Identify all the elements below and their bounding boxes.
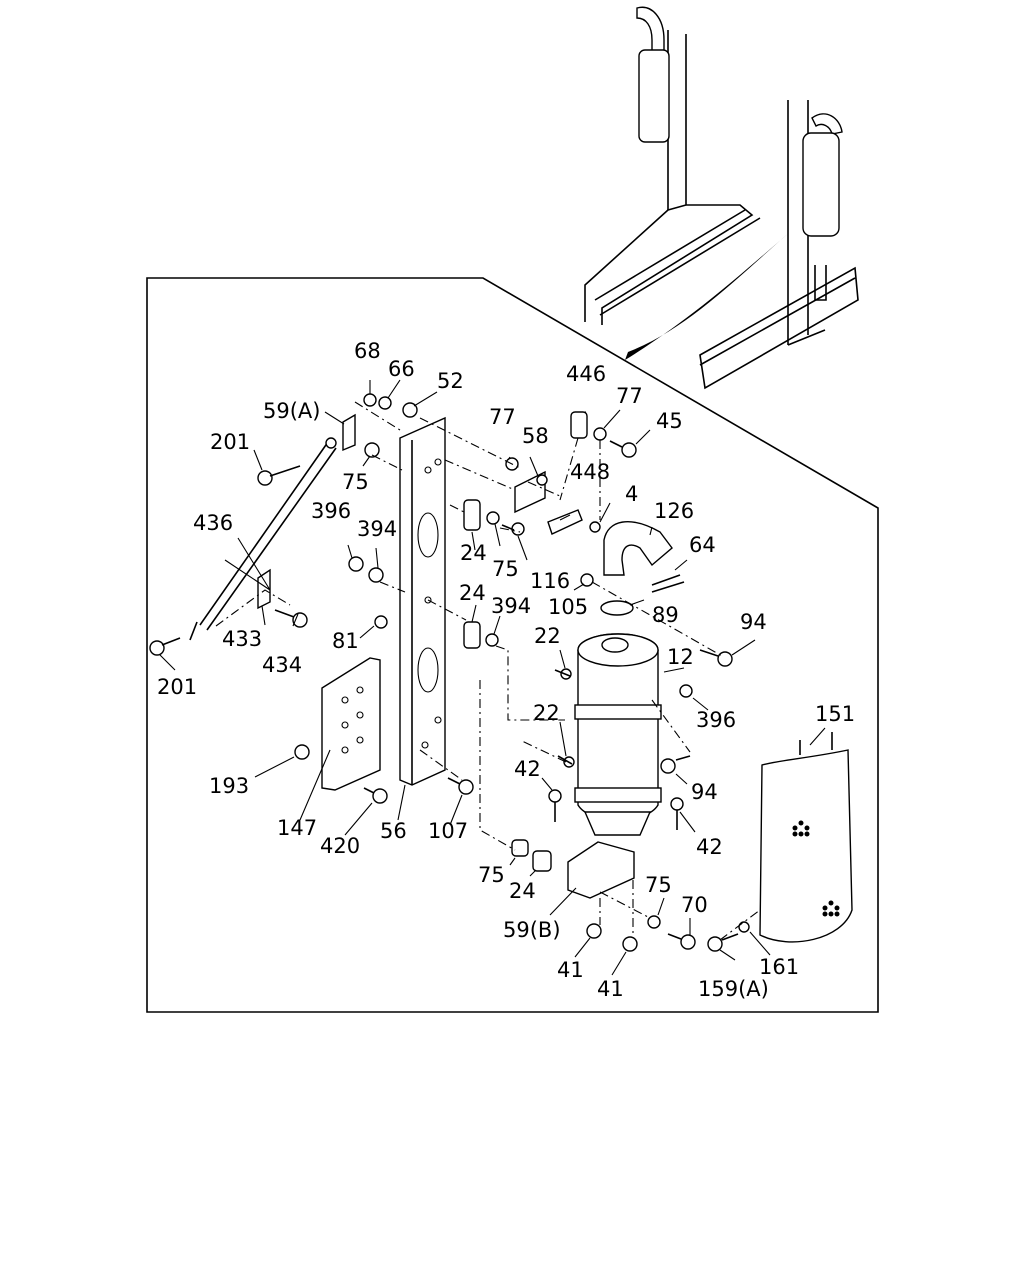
callout-label: 77 [489,405,516,429]
callout-label: 394 [357,517,397,541]
callout-label: 433 [222,627,262,651]
bracket-433 [257,568,271,610]
callout-label: 59(B) [503,918,561,942]
callout-label: 4 [625,482,638,506]
hardware [149,393,750,952]
callout-label: 116 [530,569,570,593]
callout-label: 42 [514,757,541,781]
cover-151 [759,732,853,943]
callout-label: 70 [681,893,708,917]
callout-labels: 68 66 52 59(A) 201 75 77 58 446 77 45 44… [157,339,855,1001]
callout-label: 193 [209,774,249,798]
callout-label: 22 [534,624,561,648]
callout-label: 22 [533,701,560,725]
callout-label: 94 [691,780,718,804]
callout-label: 94 [740,610,767,634]
leader-lines [159,379,826,976]
hose-clamp-89 [600,600,634,616]
callout-label: 75 [645,873,672,897]
callout-label: 147 [277,816,317,840]
callout-label: 396 [311,499,351,523]
callout-label: 81 [332,629,359,653]
callout-label: 126 [654,499,694,523]
callout-label: 151 [815,702,855,726]
callout-label: 394 [491,594,531,618]
callout-label: 24 [460,541,487,565]
callout-label: 56 [380,819,407,843]
callout-label: 436 [193,511,233,535]
callout-label: 201 [157,675,197,699]
callout-label: 52 [437,369,464,393]
callout-label: 105 [548,595,588,619]
callout-label: 107 [428,819,468,843]
callout-label: 24 [509,879,536,903]
callout-label: 45 [656,409,683,433]
plate-147 [321,657,381,791]
callout-label: 446 [566,362,606,386]
callout-label: 12 [667,645,694,669]
callout-label: 434 [262,653,302,677]
callout-label: 448 [570,460,610,484]
bracket-59a [342,413,356,452]
callout-label: 58 [522,424,549,448]
bracket-448 [547,509,583,535]
callout-label: 161 [759,955,799,979]
callout-label: 396 [696,708,736,732]
callout-label: 159(A) [698,977,769,1001]
diagram-frame [146,277,879,1013]
air-cleaner-12 [574,633,662,836]
callout-label: 64 [689,533,716,557]
callout-label: 42 [696,835,723,859]
callout-label: 68 [354,339,381,363]
bracket-59b [567,841,635,899]
callout-label: 77 [616,384,643,408]
callout-label: 66 [388,357,415,381]
hose-126 [603,521,673,576]
callout-label: 41 [597,977,624,1001]
bracket-56 [399,416,446,786]
callout-label: 420 [320,834,360,858]
callout-label: 75 [342,470,369,494]
callout-label: 75 [478,863,505,887]
callout-label: 41 [557,958,584,982]
stay-rod-436 [189,437,337,641]
callout-label: 59(A) [263,399,320,423]
callout-label: 24 [459,581,486,605]
vehicle-inset [584,6,859,390]
callout-label: 89 [652,603,679,627]
callout-label: 75 [492,557,519,581]
assembly-lines [215,401,761,941]
callout-label: 201 [210,430,250,454]
